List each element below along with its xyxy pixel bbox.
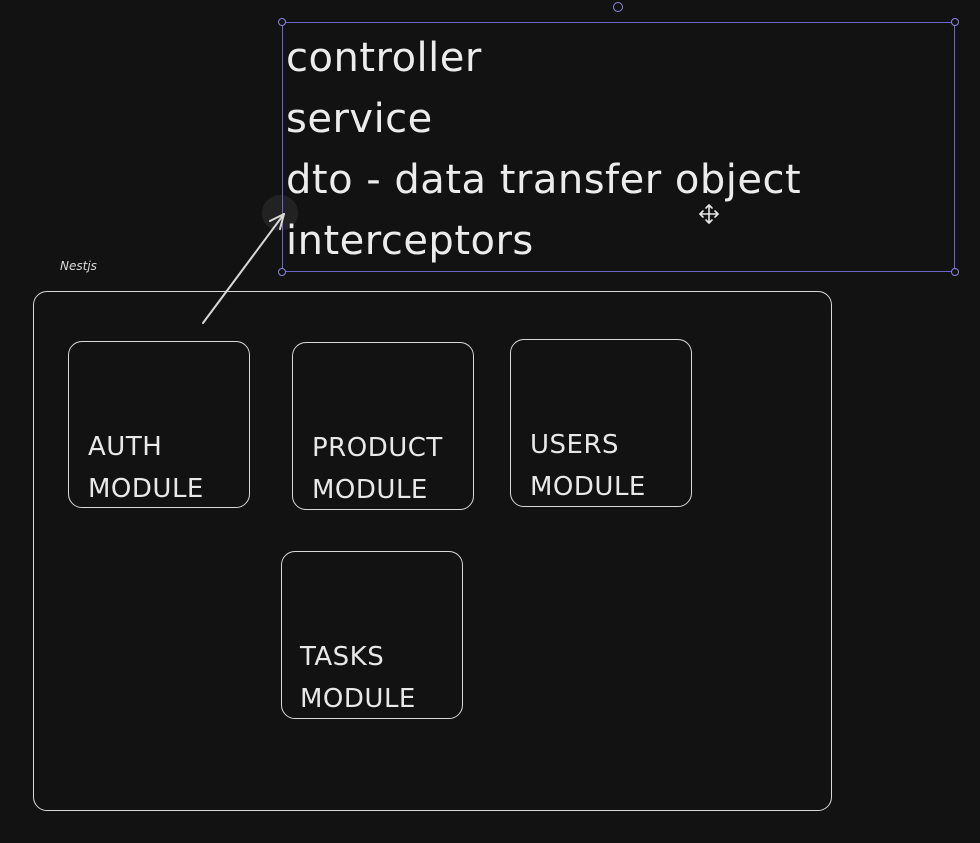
cursor-hover-indicator bbox=[262, 195, 298, 231]
text-line: interceptors bbox=[286, 218, 534, 264]
resize-handle-bottom-left[interactable] bbox=[278, 268, 286, 276]
move-cursor-icon bbox=[699, 204, 719, 224]
text-element[interactable]: controller service dto - data transfer o… bbox=[286, 28, 801, 272]
resize-handle-bottom-right[interactable] bbox=[951, 268, 959, 276]
nestjs-container[interactable] bbox=[33, 291, 832, 811]
users-module-box[interactable] bbox=[510, 339, 692, 507]
product-module-box[interactable] bbox=[292, 342, 474, 510]
container-label: Nestjs bbox=[60, 259, 97, 273]
text-line: controller bbox=[286, 35, 482, 81]
resize-handle-top-right[interactable] bbox=[951, 18, 959, 26]
text-selection-box[interactable] bbox=[278, 18, 959, 276]
text-line: service bbox=[286, 96, 433, 142]
auth-module-box[interactable] bbox=[68, 341, 250, 508]
text-line: dto - data transfer object bbox=[286, 157, 802, 203]
tasks-module-box[interactable] bbox=[281, 551, 463, 719]
resize-handle-top-left[interactable] bbox=[278, 18, 286, 26]
rotate-handle[interactable] bbox=[613, 2, 623, 12]
